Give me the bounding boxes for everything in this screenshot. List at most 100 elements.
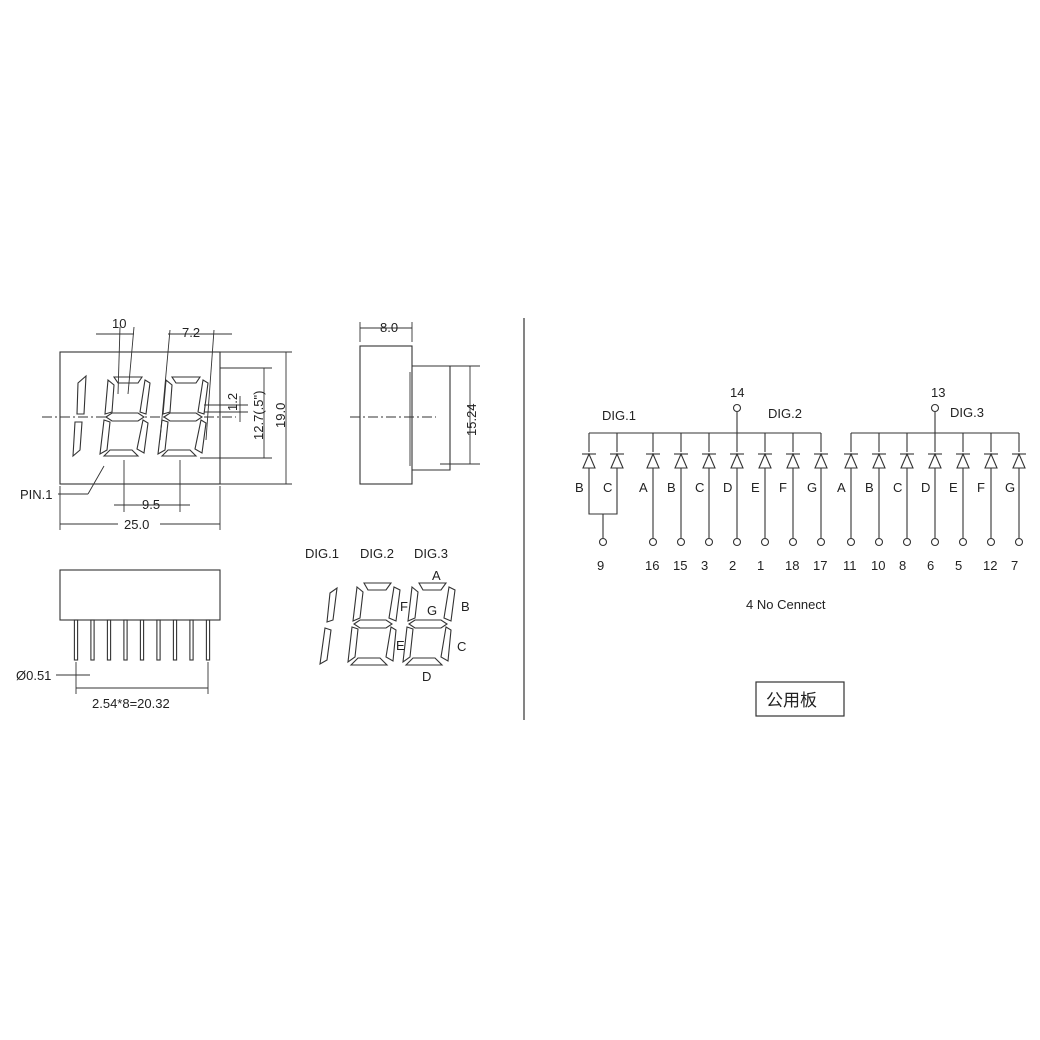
segment-label: G <box>1005 480 1015 495</box>
dim-19-0: 19.0 <box>273 403 288 428</box>
bottom-view: Ø0.51 2.54*8=20.32 <box>16 569 221 711</box>
bottom-body <box>59 569 221 621</box>
segment-key: DIG.1 DIG.2 DIG.3 A B C D E F G <box>305 546 470 684</box>
dim-12-7: 12.7(.5") <box>251 391 266 440</box>
circuit-dig2-label: DIG.2 <box>768 406 802 421</box>
segment-label: F <box>977 480 985 495</box>
pin-pad <box>598 537 608 547</box>
dim-7-2: 7.2 <box>182 325 200 340</box>
pin-pad <box>816 537 826 547</box>
common-pad-14 <box>732 403 742 413</box>
circuit-diagram: DIG.1 DIG.2 DIG.3 14 13 B C 9 A 16 B 15 C 3 D 2 E 1 F… <box>575 385 1026 717</box>
dim-10: 10 <box>112 316 126 331</box>
pin-9 <box>205 619 211 661</box>
segment-label: D <box>723 480 732 495</box>
segment-label: B <box>667 480 676 495</box>
pin-5 <box>139 619 145 661</box>
seg-b-label: B <box>461 599 470 614</box>
diode-g1-5 <box>730 452 744 469</box>
front-view: 10 7.2 1.2 12.7(.5") 19.0 9.5 25.0 PIN.1 <box>20 316 292 532</box>
seg-f-label: F <box>400 599 408 614</box>
diode-g2-4 <box>956 452 970 469</box>
pin-number: 16 <box>645 558 659 573</box>
pin-pad <box>1014 537 1024 547</box>
pin-3 <box>106 619 112 661</box>
segment-label: B <box>575 480 584 495</box>
segment-label: B <box>865 480 874 495</box>
pin-pad <box>788 537 798 547</box>
pin-row <box>73 619 211 661</box>
front-digit-1 <box>72 374 87 458</box>
dim-8-0: 8.0 <box>380 320 398 335</box>
diode-g1-2 <box>646 452 660 469</box>
diode-g1-3 <box>674 452 688 469</box>
pin-pitch: 2.54*8=20.32 <box>92 696 170 711</box>
segment-label: A <box>639 480 648 495</box>
segment-label: D <box>921 480 930 495</box>
seg-e-label: E <box>396 638 405 653</box>
pin1-label: PIN.1 <box>20 487 53 502</box>
pin-pad <box>902 537 912 547</box>
pin-number: 11 <box>843 558 857 573</box>
pin-7 <box>172 619 178 661</box>
pin-number: 18 <box>785 558 799 573</box>
pin-number: 6 <box>927 558 934 573</box>
diode-g1-4 <box>702 452 716 469</box>
pin-pad <box>760 537 770 547</box>
badge-text: 公用板 <box>766 691 817 711</box>
pin-pad <box>958 537 968 547</box>
pin-number: 2 <box>729 558 736 573</box>
front-digit-3 <box>157 376 209 457</box>
pin-pad <box>704 537 714 547</box>
circuit-dig1-label: DIG.1 <box>602 408 636 423</box>
circuit-dig3-label: DIG.3 <box>950 405 984 420</box>
dim-9-5: 9.5 <box>142 497 160 512</box>
pin-2 <box>90 619 95 661</box>
pin-number: 9 <box>597 558 604 573</box>
side-body <box>359 345 413 485</box>
front-digit-2 <box>99 376 151 457</box>
diode-g2-2 <box>900 452 914 469</box>
pin-number: 12 <box>983 558 997 573</box>
diode-g2-6 <box>1012 452 1026 469</box>
diode-g1-7 <box>786 452 800 469</box>
diode-g2-3 <box>928 452 942 469</box>
segment-label: E <box>751 480 760 495</box>
pin-pad <box>676 537 686 547</box>
segment-label: F <box>779 480 787 495</box>
pin-8 <box>189 619 194 661</box>
seg-d-label: D <box>422 669 431 684</box>
pin-pad <box>874 537 884 547</box>
pin-number: 1 <box>757 558 764 573</box>
badge-frame <box>755 681 845 717</box>
segment-label: C <box>695 480 704 495</box>
diode-g1-0 <box>582 452 596 469</box>
dim-1-2: 1.2 <box>225 393 240 411</box>
common-pin-13: 13 <box>931 385 945 400</box>
dim-25-0: 25.0 <box>124 517 149 532</box>
display-body-outline <box>59 351 221 485</box>
pin-number: 15 <box>673 558 687 573</box>
pin-number: 17 <box>813 558 827 573</box>
pin-4 <box>123 619 128 661</box>
segment-label: C <box>603 480 612 495</box>
pin-number: 3 <box>701 558 708 573</box>
pin-6 <box>156 619 161 661</box>
diode-g1-6 <box>758 452 772 469</box>
pin-diameter: Ø0.51 <box>16 668 51 683</box>
pin-pad <box>986 537 996 547</box>
no-connect-note: 4 No Cennect <box>746 597 826 612</box>
seg-g-label: G <box>427 603 437 618</box>
diode-g2-5 <box>984 452 998 469</box>
common-pin-14: 14 <box>730 385 744 400</box>
seg-c-label: C <box>457 639 466 654</box>
dim-15-24: 15.24 <box>464 403 479 436</box>
side-view: 8.0 15.24 <box>350 320 480 485</box>
segment-label: E <box>949 480 958 495</box>
key-dig2: DIG.2 <box>360 546 394 561</box>
segment-label: G <box>807 480 817 495</box>
pin-pad <box>648 537 658 547</box>
pin-pad <box>930 537 940 547</box>
